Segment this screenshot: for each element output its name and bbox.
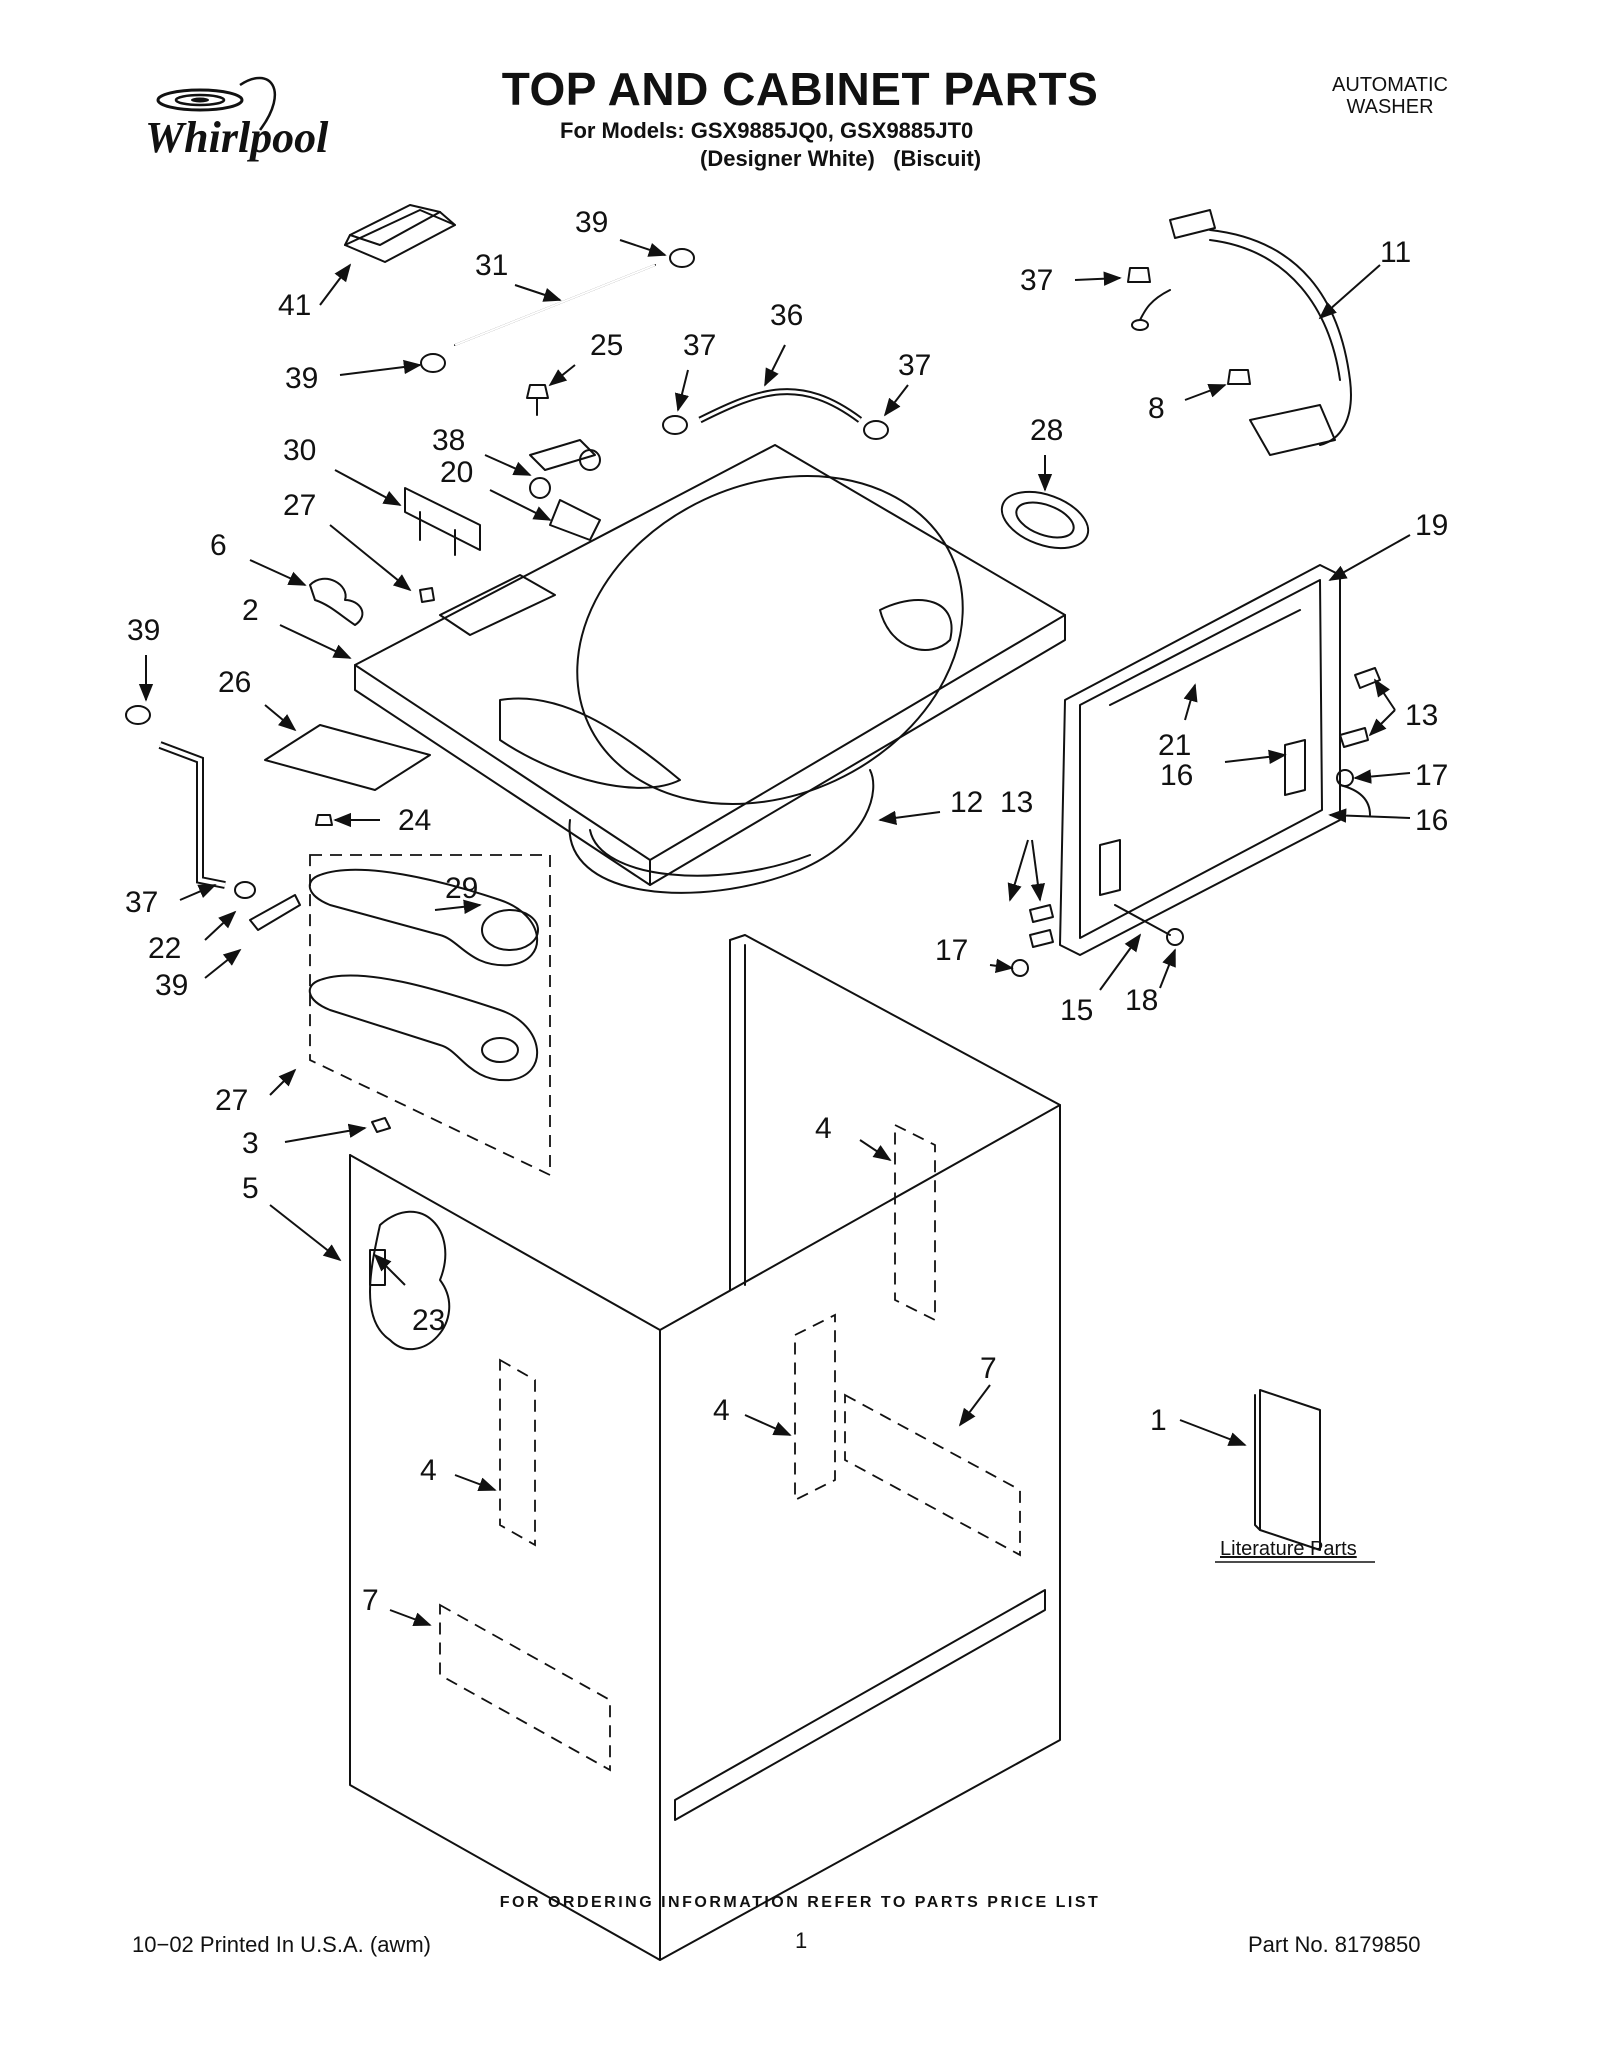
- brand-wordmark: Whirlpool: [145, 113, 329, 162]
- callout-39: 39: [155, 969, 188, 1002]
- callout-3: 3: [242, 1127, 259, 1160]
- callout-19: 19: [1415, 509, 1448, 542]
- appliance-type-line1: AUTOMATIC: [1332, 74, 1448, 96]
- part-27-group-outline: [309, 854, 551, 1177]
- part-28-clip: [419, 587, 435, 603]
- ordering-note: FOR ORDERING INFORMATION REFER TO PARTS …: [499, 1894, 1101, 1911]
- part-39-bracket: [249, 894, 301, 931]
- callout-34: 36: [770, 299, 803, 332]
- callout-17b: 17: [935, 934, 968, 967]
- callout-17a: 17: [1415, 759, 1448, 792]
- leader-arrows: [138, 239, 1411, 1627]
- part-5-cabinet: [349, 934, 1061, 1961]
- callout-14: 16: [1160, 759, 1193, 792]
- callout-31: 30: [283, 434, 316, 467]
- hinge-parts: [1011, 667, 1381, 977]
- part-24-screw: [315, 814, 333, 826]
- callout-13a: 13: [1405, 699, 1438, 732]
- callout-28: 27: [283, 489, 316, 522]
- part-38-screw: [1127, 267, 1151, 283]
- callout-4c: 4: [420, 1454, 437, 1487]
- appliance-type-line2: WASHER: [1346, 96, 1434, 118]
- part-11-wire-harness: [1131, 209, 1352, 456]
- part-2-top-panel: [354, 444, 1066, 886]
- callout-36: 38: [432, 424, 465, 457]
- literature-parts-label: Literature Parts: [1220, 1538, 1357, 1560]
- part-30-grommet: [1000, 490, 1090, 550]
- part-7-pads: [439, 1393, 1021, 1772]
- callout-23: 23: [412, 1304, 445, 1337]
- callout-labels: 39 31 41 39 25 37 36 37 38 20 30 27 6 2 …: [125, 206, 1448, 1617]
- callout-33a: 39: [575, 206, 608, 239]
- part-12-tub-ring: [568, 769, 875, 894]
- callout-5: 5: [242, 1172, 259, 1205]
- part-3-clip: [371, 1117, 391, 1133]
- part-37-hose: [158, 741, 226, 889]
- print-info: 10−02 Printed In U.S.A. (awm): [132, 1932, 431, 1957]
- callout-29: 29: [445, 872, 478, 905]
- callout-21: 21: [1158, 729, 1191, 762]
- callout-26: 25: [590, 329, 623, 362]
- clamps: [125, 248, 889, 899]
- part-31-bracket: [404, 487, 481, 556]
- callout-27: 27: [215, 1084, 248, 1117]
- callout-13b: 13: [1000, 786, 1033, 819]
- callout-4b: 4: [713, 1394, 730, 1427]
- whirlpool-logo: Whirlpool: [140, 70, 390, 170]
- callout-41: 41: [278, 289, 311, 322]
- appliance-type: AUTOMATIC WASHER: [1300, 74, 1480, 118]
- callout-7a: 7: [980, 1352, 997, 1385]
- model-list: For Models: GSX9885JQ0, GSX9885JT0: [560, 118, 974, 143]
- callout-1: 1: [1150, 1404, 1167, 1437]
- color-variants: (Designer White) (Biscuit): [700, 146, 982, 171]
- part-29-agitator-cover: [308, 868, 539, 1082]
- part-1-literature: [1254, 1389, 1321, 1551]
- callout-38: 37: [1020, 264, 1053, 297]
- callout-6: 6: [210, 529, 227, 562]
- callout-18: 18: [1125, 984, 1158, 1017]
- part-19-lid: [1059, 564, 1341, 956]
- callout-33c: 39: [127, 614, 160, 647]
- callout-20: 20: [440, 456, 473, 489]
- callout-24: 24: [398, 804, 431, 837]
- callout-35b: 37: [898, 349, 931, 382]
- callout-33b: 39: [285, 362, 318, 395]
- part-26-screw: [526, 384, 549, 416]
- whirlpool-logo-mark: Whirlpool: [145, 76, 329, 162]
- callout-16: 16: [1415, 804, 1448, 837]
- part-25-pad: [264, 724, 431, 791]
- callout-15: 15: [1060, 994, 1093, 1027]
- callout-7b: 7: [362, 1584, 379, 1617]
- callout-11: 11: [1380, 236, 1411, 269]
- part-36-valve: [529, 439, 601, 541]
- part-4-pads: [499, 1123, 936, 1547]
- part-8-screw: [1227, 369, 1251, 385]
- callout-25: 26: [218, 666, 251, 699]
- callout-37: 37: [125, 886, 158, 919]
- part-6-clip: [309, 577, 364, 626]
- part-41-pad: [344, 204, 456, 263]
- callout-12: 12: [950, 786, 983, 819]
- callout-32: 31: [475, 249, 508, 282]
- page-number: 1: [795, 1928, 808, 1953]
- part-number: Part No. 8179850: [1248, 1932, 1421, 1957]
- part-23-screw: [369, 1249, 386, 1286]
- callout-2: 2: [242, 594, 259, 627]
- callout-35a: 37: [683, 329, 716, 362]
- callout-30: 28: [1030, 414, 1063, 447]
- callout-4a: 4: [815, 1112, 832, 1145]
- callout-8: 8: [1148, 392, 1165, 425]
- page-title: TOP AND CABINET PARTS: [501, 63, 1099, 115]
- callout-22: 22: [148, 932, 181, 965]
